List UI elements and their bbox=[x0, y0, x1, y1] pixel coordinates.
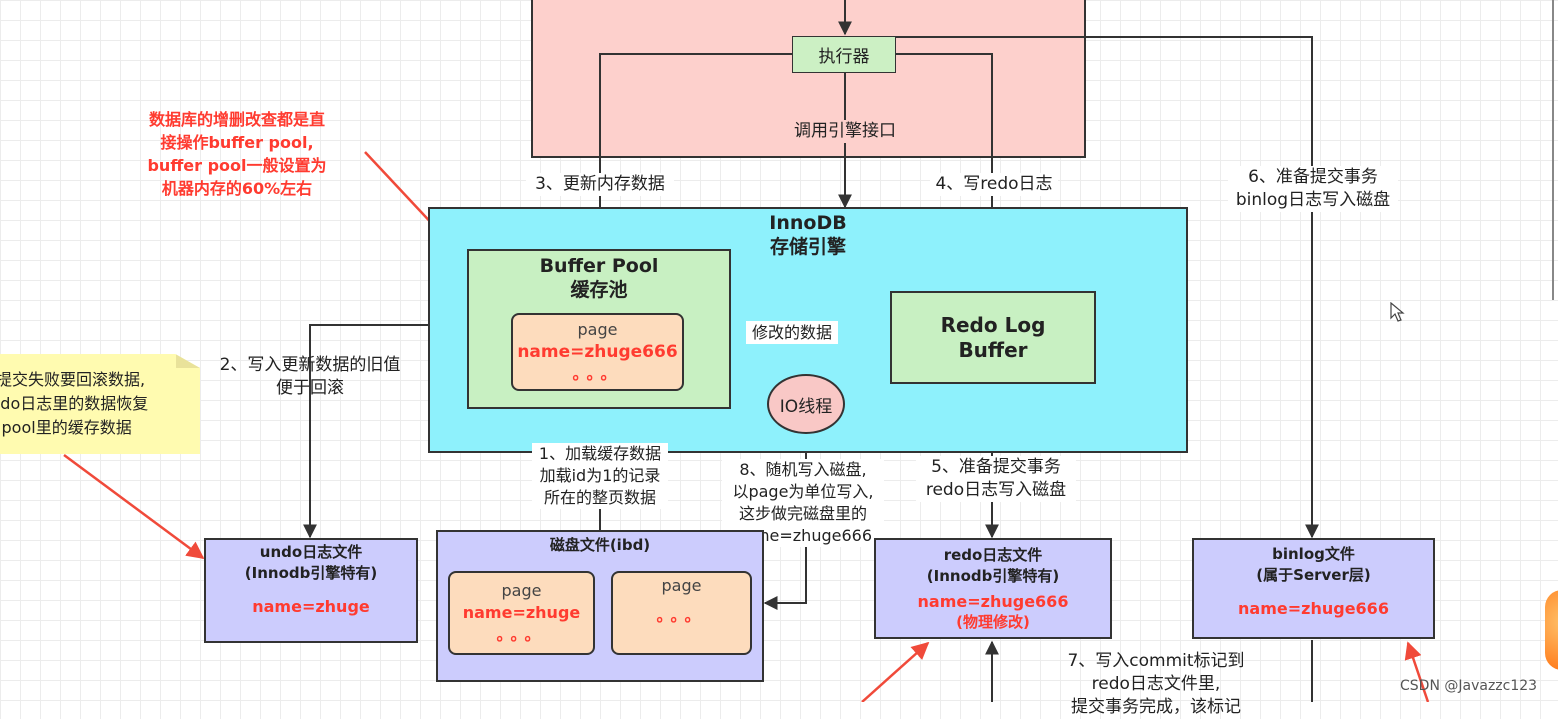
disk-file-title: 磁盘文件(ibd) bbox=[549, 536, 651, 554]
undo-file-line1: undo日志文件 bbox=[259, 543, 363, 561]
note-line1: 务提交失败要回滚数据, bbox=[0, 370, 146, 389]
step7-line2: redo日志文件里, bbox=[1091, 674, 1221, 694]
step6-line2: binlog日志写入磁盘 bbox=[1235, 190, 1391, 210]
disk-page1-label: page bbox=[501, 581, 542, 600]
call-engine-label: 调用引擎接口 bbox=[789, 120, 901, 143]
binlog-file-line2: (属于Server层) bbox=[1256, 566, 1371, 584]
redo-file-line2: (Innodb引擎特有) bbox=[926, 566, 1060, 585]
note-line2: undo日志里的数据恢复 bbox=[0, 394, 149, 413]
note-line3: er pool里的缓存数据 bbox=[0, 418, 132, 437]
buffer-pool-line1: Buffer Pool bbox=[539, 255, 659, 277]
annotation-line1: 数据库的增删改查都是直 bbox=[148, 110, 325, 129]
undo-file-line2: (Innodb引擎特有) bbox=[244, 564, 378, 582]
io-thread-label: IO线程 bbox=[779, 396, 833, 417]
watermark: CSDN @Javazzc123 bbox=[1400, 678, 1538, 694]
step8-line3: 这步做完磁盘里的 bbox=[738, 504, 867, 523]
undo-log-file-box: undo日志文件 (Innodb引擎特有) name=zhuge bbox=[204, 538, 418, 643]
redo-file-note: (物理修改) bbox=[956, 612, 1030, 631]
redo-file-line1: redo日志文件 bbox=[943, 545, 1043, 564]
step7-label: 7、写入commit标记到 redo日志文件里, 提交事务完成，该标记 bbox=[1052, 650, 1260, 719]
innodb-line2: 存储引擎 bbox=[769, 236, 846, 258]
step5-line1: 5、准备提交事务 bbox=[931, 457, 1061, 477]
step5-label: 5、准备提交事务 redo日志写入磁盘 bbox=[916, 456, 1076, 502]
redo-buffer-line2: Buffer bbox=[958, 337, 1028, 362]
step7-line1: 7、写入commit标记到 bbox=[1067, 651, 1245, 671]
buffer-page-label: page bbox=[577, 320, 618, 339]
buffer-pool-page: page name=zhuge666 。。。 bbox=[511, 313, 684, 391]
right-edge-line bbox=[1552, 0, 1554, 300]
executor-label: 执行器 bbox=[818, 47, 870, 67]
step2-line1: 2、写入更新数据的旧值 bbox=[219, 355, 401, 375]
floating-widget-icon[interactable] bbox=[1545, 590, 1558, 670]
redo-log-buffer-box: Redo Log Buffer bbox=[890, 291, 1096, 384]
step6-label: 6、准备提交事务 binlog日志写入磁盘 bbox=[1228, 166, 1398, 212]
buffer-page-value: name=zhuge666 bbox=[517, 342, 678, 362]
step8-line1: 8、随机写入磁盘, bbox=[739, 460, 867, 479]
step2-line2: 便于回滚 bbox=[276, 378, 344, 398]
step8-label: 8、随机写入磁盘, 以page为单位写入, 这步做完磁盘里的 name=zhug… bbox=[722, 459, 884, 547]
binlog-file-line1: binlog文件 bbox=[1272, 545, 1355, 563]
step1-line1: 1、加载缓存数据 bbox=[538, 444, 662, 463]
step2-label: 2、写入更新数据的旧值 便于回滚 bbox=[208, 354, 412, 400]
disk-page-1: page name=zhuge 。。。 bbox=[448, 571, 595, 655]
step5-line2: redo日志写入磁盘 bbox=[925, 480, 1067, 500]
buffer-page-dots: 。。。 bbox=[572, 364, 623, 383]
innodb-title: InnoDB 存储引擎 bbox=[430, 211, 1186, 259]
mouse-cursor-icon bbox=[1390, 302, 1405, 322]
disk-page1-value: name=zhuge bbox=[462, 603, 581, 622]
step4-label: 4、写redo日志 bbox=[930, 173, 1058, 196]
disk-page2-dots: 。。。 bbox=[656, 606, 707, 625]
step8-line2: 以page为单位写入, bbox=[732, 482, 874, 501]
step7-line3: 提交事务完成，该标记 bbox=[1071, 697, 1241, 717]
rollback-note: 务提交失败要回滚数据, undo日志里的数据恢复 er pool里的缓存数据 bbox=[0, 354, 200, 454]
annotation-line3: buffer pool一般设置为 bbox=[147, 156, 327, 175]
binlog-file-value: name=zhuge666 bbox=[1238, 599, 1389, 618]
buffer-pool-annotation: 数据库的增删改查都是直 接操作buffer pool, buffer pool一… bbox=[126, 108, 348, 200]
io-thread-circle: IO线程 bbox=[767, 374, 845, 434]
modified-data-label: 修改的数据 bbox=[746, 321, 838, 344]
annotation-line4: 机器内存的60%左右 bbox=[161, 179, 313, 198]
innodb-line1: InnoDB bbox=[769, 212, 847, 234]
disk-page-2: page 。。。 bbox=[611, 571, 752, 655]
step3-label: 3、更新内存数据 bbox=[526, 173, 674, 196]
redo-file-value: name=zhuge666 bbox=[917, 591, 1069, 611]
annotation-line2: 接操作buffer pool, bbox=[160, 133, 314, 152]
step1-line3: 所在的整页数据 bbox=[543, 488, 656, 507]
step1-line2: 加载id为1的记录 bbox=[539, 466, 661, 485]
redo-buffer-line1: Redo Log bbox=[940, 312, 1046, 337]
step6-line1: 6、准备提交事务 bbox=[1248, 167, 1378, 187]
disk-page1-dots: 。。。 bbox=[496, 625, 547, 644]
buffer-pool-title: Buffer Pool 缓存池 bbox=[469, 254, 729, 302]
disk-page2-label: page bbox=[661, 576, 702, 595]
redo-log-file-box: redo日志文件 (Innodb引擎特有) name=zhuge666 (物理修… bbox=[874, 538, 1112, 639]
executor-box: 执行器 bbox=[792, 36, 896, 73]
step8-line4: name=zhuge666 bbox=[734, 526, 872, 545]
undo-file-value: name=zhuge bbox=[252, 597, 370, 616]
buffer-pool-line2: 缓存池 bbox=[570, 279, 628, 301]
step1-label: 1、加载缓存数据 加载id为1的记录 所在的整页数据 bbox=[532, 443, 668, 509]
binlog-file-box: binlog文件 (属于Server层) name=zhuge666 bbox=[1192, 538, 1435, 639]
